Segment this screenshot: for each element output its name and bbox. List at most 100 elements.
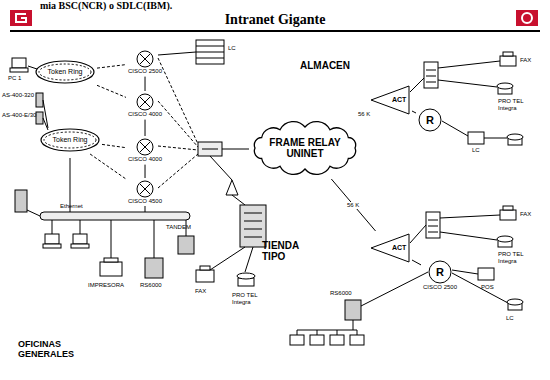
- pbx-rack: [244, 221, 262, 222]
- router-caption: CISCO 2500: [423, 284, 457, 291]
- text-block: ACT: [392, 244, 406, 252]
- almacen-equipment: [426, 76, 436, 77]
- node-text: CISCO 4000: [128, 156, 162, 163]
- act-node: ACT: [370, 85, 410, 115]
- node-text: CISCO 4000: [128, 111, 162, 118]
- network-link: [97, 85, 126, 97]
- label-text: POS: [481, 284, 494, 291]
- printer-icon: [104, 258, 118, 262]
- almacen-equipment: [426, 82, 436, 83]
- ethernet-bus: [80, 220, 81, 234]
- ethernet-bus: [27, 210, 40, 216]
- as400-cabinet: [36, 93, 48, 130]
- label-text: FAX: [195, 288, 206, 295]
- network-link: [97, 65, 126, 69]
- rcircle-node: RCISCO 2500: [423, 260, 457, 291]
- label-text: Ethernet: [60, 203, 83, 210]
- router-circle: R: [418, 108, 442, 132]
- router-hub-links: [158, 101, 198, 147]
- header-rule: [10, 30, 540, 32]
- tandem-box: [178, 236, 194, 254]
- fax-icon: [200, 266, 210, 270]
- tandem-box: [178, 236, 194, 254]
- ethernet-bus: [111, 220, 112, 262]
- tienda-equipment: [337, 330, 338, 335]
- header-logo: [10, 10, 32, 26]
- router-symbol: [136, 180, 154, 198]
- ethernet-bus: [73, 234, 87, 244]
- label-text: PC 1: [8, 75, 21, 82]
- node-text: R: [426, 114, 434, 126]
- tienda-equipment: [507, 299, 523, 305]
- tienda-equipment: [290, 335, 304, 345]
- pc-icon: [10, 58, 40, 72]
- router-node: CISCO 4000: [128, 138, 162, 163]
- tienda-equipment: [353, 320, 354, 330]
- almacen-equipment: [500, 56, 516, 66]
- almacen-equipment: [438, 61, 500, 68]
- tienda-equipment: [428, 232, 438, 233]
- label-text: PRO TEL Integra: [232, 292, 272, 305]
- tienda-equipment: [440, 232, 497, 240]
- as400-cabinet: [43, 118, 48, 130]
- label-text: RS6000: [330, 290, 352, 297]
- tienda-equipment: [357, 330, 358, 335]
- pbx-rack: [244, 229, 262, 230]
- label-text: AS-400-320: [2, 92, 34, 99]
- tienda-equipment: [410, 225, 426, 243]
- label-text: PRO TEL Integra: [498, 98, 538, 111]
- search-system-rack: [196, 52, 224, 53]
- tienda-equipment: [452, 270, 478, 274]
- node-text: UNINET: [269, 148, 340, 159]
- ethernet-bus: [52, 220, 53, 234]
- tienda-equipment: [497, 236, 513, 242]
- router-symbol: [136, 50, 154, 68]
- rs6000-box: [145, 258, 163, 278]
- pbx-rack: [244, 213, 262, 214]
- text-block: Token Ring: [52, 136, 87, 144]
- tienda-equipment: [478, 268, 494, 280]
- link-speed: 56 K: [346, 202, 360, 209]
- network-link: [412, 111, 416, 113]
- tienda-equipment: [297, 330, 357, 331]
- tienda-equipment: [440, 215, 500, 218]
- router-hub-links: [158, 58, 198, 188]
- tienda-equipment: [297, 330, 298, 335]
- label-text: AS-400-E/30: [2, 112, 36, 119]
- network-link: [102, 144, 126, 147]
- search-system-rack: [196, 40, 224, 64]
- ethernet-bus: [15, 190, 27, 212]
- hub-switch: [198, 142, 249, 156]
- tienda-equipment: [345, 300, 361, 320]
- tienda-equipment: [503, 206, 513, 210]
- network-link: [412, 260, 421, 265]
- tienda-equipment: [361, 272, 428, 306]
- fax-icon: [196, 270, 214, 282]
- node-text: CISCO 4500: [128, 198, 162, 205]
- antenna: [210, 156, 245, 205]
- tienda-equipment: [452, 273, 508, 303]
- link-speed: 56 K: [357, 111, 371, 118]
- router-hub-links: [158, 154, 198, 188]
- text-block: ACT: [392, 96, 406, 104]
- node-text: Token Ring: [47, 68, 82, 76]
- network-link: [331, 179, 375, 231]
- ethernet-bus: [43, 244, 61, 248]
- node-text: CISCO 2500: [128, 68, 162, 75]
- as400-cabinet: [36, 112, 43, 124]
- node-text: CISCO 2500: [423, 284, 457, 291]
- almacen-equipment: [424, 62, 438, 88]
- ethernet-bus: [71, 244, 89, 248]
- antenna: [232, 195, 245, 205]
- hub-switch: [222, 149, 249, 150]
- label-text: LC: [506, 315, 514, 322]
- rcircle-node: R: [418, 108, 442, 132]
- pbx-rack: [244, 237, 262, 238]
- node-text: ACT: [392, 96, 406, 104]
- node-text: FRAME RELAY: [269, 137, 340, 148]
- router-symbol: [136, 93, 154, 111]
- search-system-rack: [158, 52, 196, 55]
- as400-cabinet: [36, 93, 43, 107]
